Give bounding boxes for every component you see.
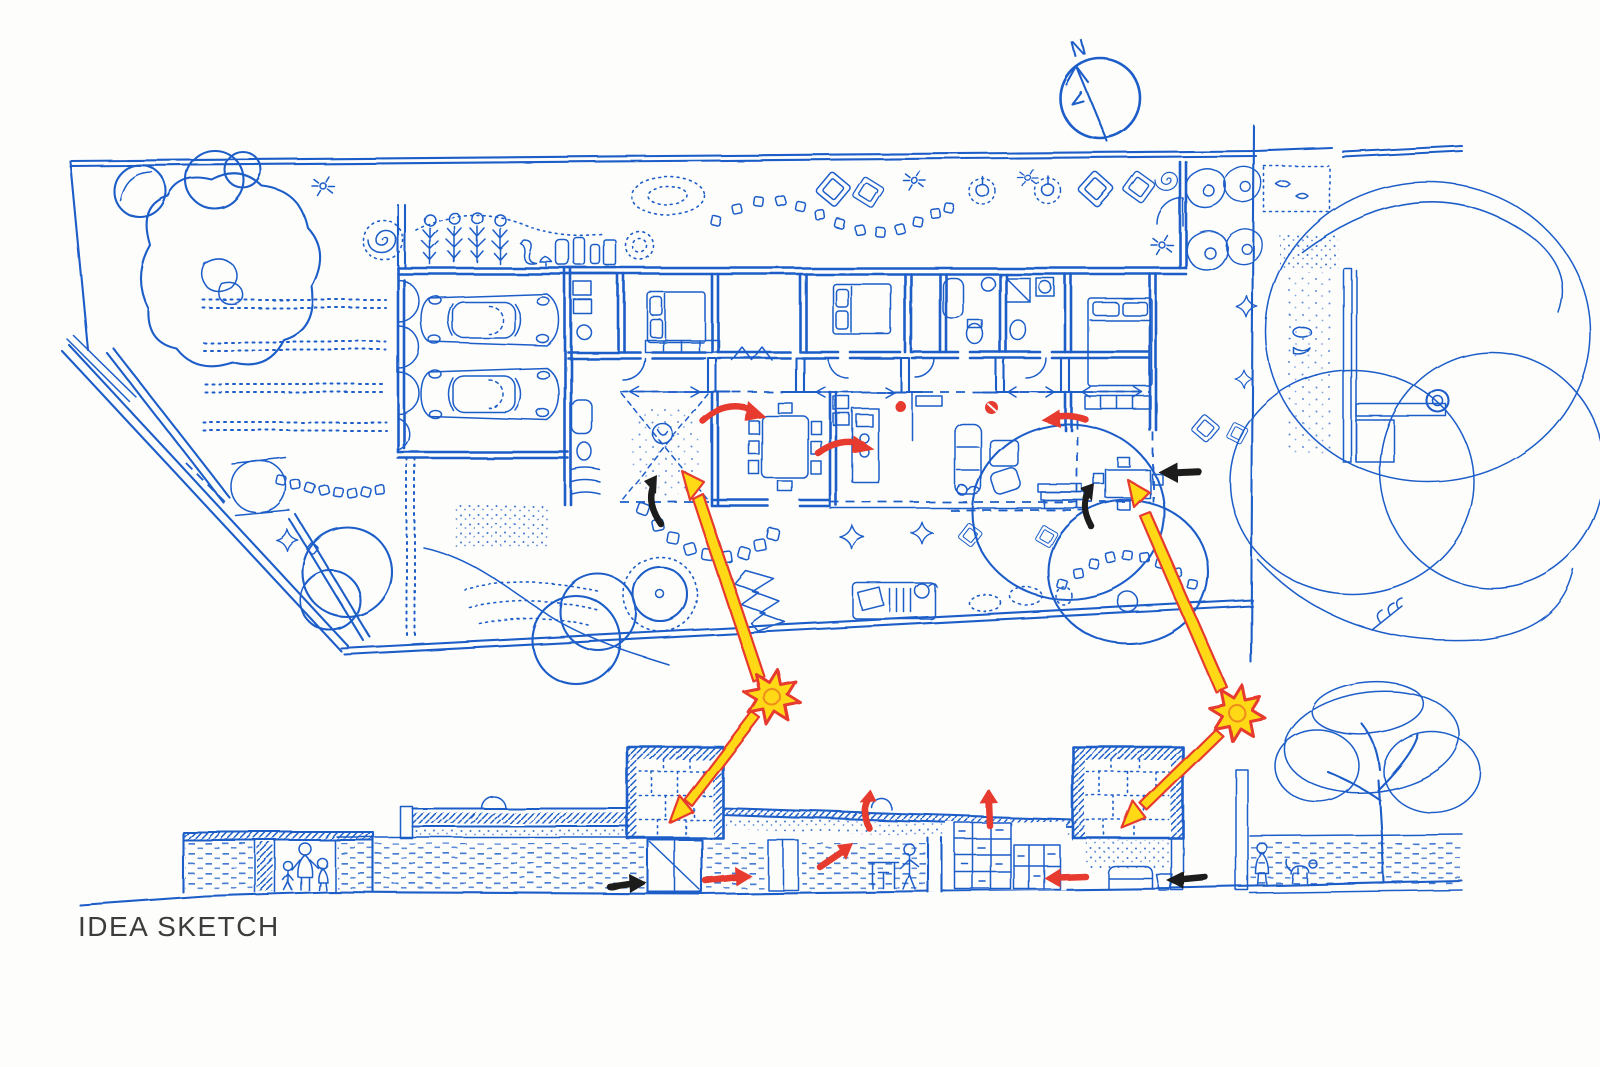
section-tree — [1274, 680, 1481, 884]
bbq-table-icon — [852, 582, 938, 620]
bed-icon — [646, 291, 706, 343]
yellow-sun-beam-arrow — [1138, 727, 1225, 812]
bookshelf — [954, 822, 1061, 890]
sun-burst-icon — [1207, 683, 1267, 743]
red-dot-marker — [894, 400, 906, 412]
clerestory-tower-west — [625, 745, 725, 894]
clerestory-tower-east — [1071, 745, 1185, 891]
yellow-sun-beam-arrow — [1138, 510, 1229, 694]
airflow-arrows-red — [699, 400, 1089, 887]
car-plan-icon-2 — [420, 367, 560, 421]
entry-courtyard — [621, 231, 709, 501]
south-garden — [622, 412, 1249, 646]
stepping-stones-gate — [275, 474, 386, 499]
corridor-piers — [692, 356, 1085, 394]
yellow-sun-beam-arrow — [683, 710, 762, 808]
idea-sketch-label: IDEA SKETCH — [78, 911, 280, 942]
entry-arrows-black — [606, 462, 1209, 893]
mother-children-figures — [282, 842, 328, 891]
stepping-stones-north — [709, 193, 957, 238]
garage — [396, 203, 618, 460]
master-bed-icon — [1087, 297, 1153, 387]
car-plan-icon — [420, 293, 560, 347]
planting-bed — [455, 505, 550, 550]
bed-icon-2 — [832, 283, 892, 335]
garden-wall-post — [1235, 769, 1249, 891]
garden-rug — [733, 569, 786, 632]
ground-line — [78, 879, 1464, 907]
terrace-table-icon — [1037, 457, 1163, 511]
driveway-paving — [202, 299, 387, 431]
sun-burst-icon — [742, 667, 802, 727]
leaf-sprig — [1371, 597, 1403, 631]
north-garden — [630, 168, 1179, 256]
section-roof-left — [399, 795, 632, 839]
house-walls — [563, 160, 1188, 509]
site-boundary — [61, 124, 1464, 664]
yellow-sun-beam-arrow — [691, 492, 766, 683]
north-label: N — [1068, 35, 1089, 62]
section-interior — [767, 822, 1173, 894]
daylight-beams — [668, 469, 1267, 830]
sofa-icon — [915, 395, 1021, 496]
person-dog-figures — [1255, 842, 1318, 887]
person-figure — [899, 842, 919, 890]
dining-table-icon — [748, 402, 822, 492]
tree-canopy-icon — [139, 172, 322, 367]
landscape-west — [112, 149, 669, 686]
bench — [1107, 865, 1153, 889]
east-garden — [1184, 165, 1600, 642]
site-plan — [61, 124, 1600, 686]
north-arrow-icon: N — [1058, 35, 1142, 143]
